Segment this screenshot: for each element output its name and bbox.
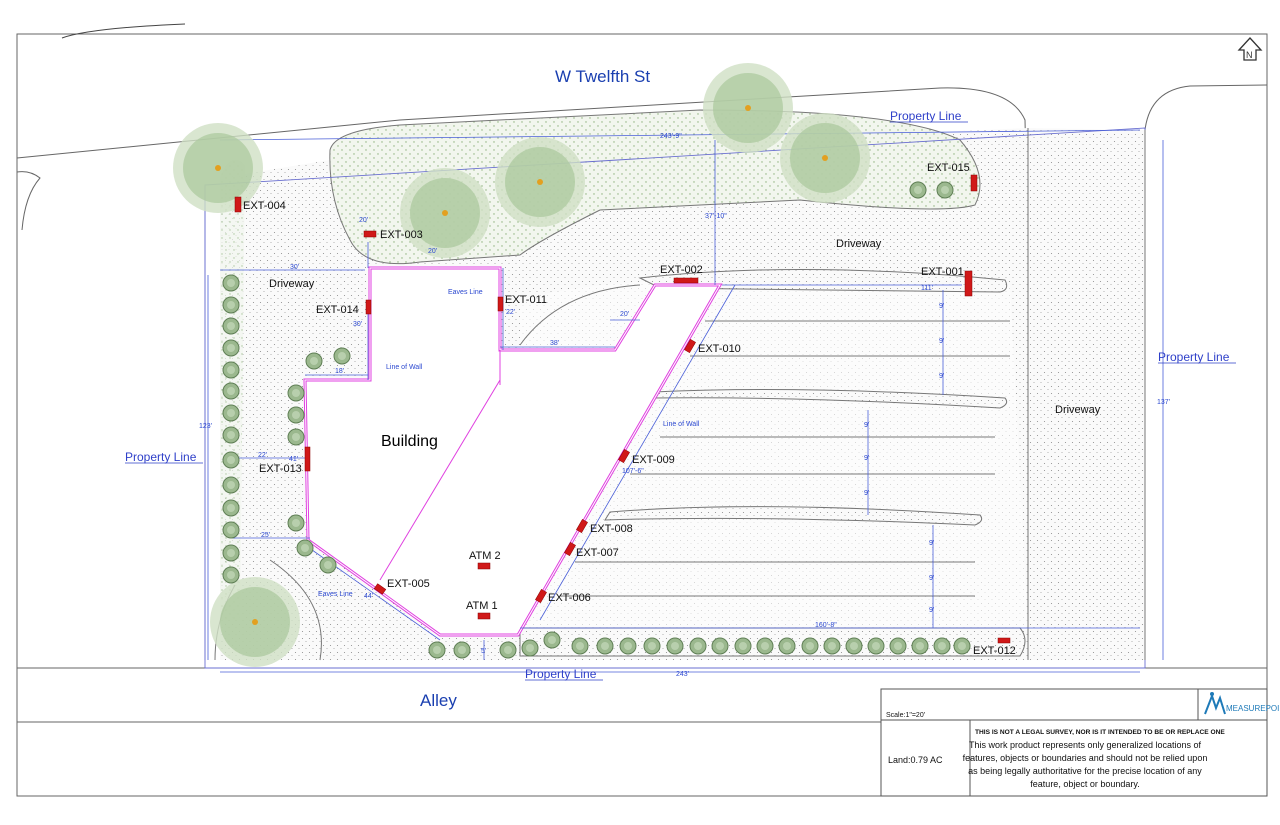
dim-25: 25' [261,532,270,539]
marker-glyphs [234,174,1011,644]
dim-9-d: 9' [864,422,869,429]
label-ext-005: EXT-005 [387,578,430,590]
line-of-wall-label-north: Line of Wall [386,364,423,371]
building-label: Building [381,433,438,450]
line-of-wall-label-east: Line of Wall [663,421,700,428]
north-street-label: W Twelfth St [555,67,650,86]
svg-text:N: N [1246,50,1253,60]
disclaimer-line-1: This work product represents only genera… [969,740,1202,750]
marker-ext-008[interactable] [576,518,588,534]
label-ext-013: EXT-013 [259,463,302,475]
dim-left: 123' [199,423,212,430]
dim-9-i: 9' [929,607,934,614]
marker-ext-002[interactable] [673,277,699,284]
dim-111: 111' [921,285,933,292]
dim-9-g: 9' [929,540,934,547]
marker-ext-005[interactable] [373,583,387,595]
marker-atm-2[interactable] [477,562,491,570]
property-line-label-south: Property Line [525,667,597,681]
label-ext-011: EXT-011 [505,294,547,306]
north-arrow-icon: N [1237,37,1263,61]
dim-20-bldg: 20' [428,248,437,255]
dim-9-c: 9' [939,373,944,380]
land-area: Land:0.79 AC [888,755,943,765]
dim-right: 137' [1157,399,1170,406]
dim-20-top: 20' [359,217,368,224]
eaves-line-label-south: Eaves Line [318,591,353,598]
marker-ext-011[interactable] [497,296,504,312]
marker-ext-001[interactable] [964,270,973,297]
dim-37-10: 37'-10" [705,213,727,220]
marker-ext-010[interactable] [684,338,696,354]
label-ext-008: EXT-008 [590,523,633,535]
marker-ext-004[interactable] [234,196,242,213]
dim-20-mid: 20' [620,311,629,318]
dim-22-east: 22' [506,309,515,316]
dim-38: 38' [550,340,559,347]
dim-5: 5' [481,648,486,655]
label-ext-010: EXT-010 [698,343,741,355]
label-ext-009: EXT-009 [632,454,675,466]
dim-160-8: 160'-8" [815,622,837,629]
dim-41: 41' [289,456,298,463]
marker-ext-015[interactable] [970,174,978,192]
marker-ext-012[interactable] [997,637,1011,644]
marker-ext-003[interactable] [363,230,377,238]
svg-text:MEASUREPOINT: MEASUREPOINT [1226,704,1280,713]
label-ext-002: EXT-002 [660,264,703,276]
trees [173,63,870,667]
driveway-label-north: Driveway [836,238,882,250]
label-atm-2: ATM 2 [469,550,501,562]
disclaimer-line-3: as being legally authoritative for the p… [968,766,1202,776]
label-ext-006: EXT-006 [548,592,591,604]
dim-44: 44' [364,593,373,600]
dim-107-6: 107'-6" [622,468,644,475]
dim-9-e: 9' [864,455,869,462]
title-block: MEASUREPOINT Scale:1"=20' Land:0.79 AC T… [880,688,1280,797]
measurepoint-logo-icon: MEASUREPOINT [1204,692,1280,715]
marker-ext-013[interactable] [304,446,311,472]
marker-ext-006[interactable] [535,588,547,604]
label-ext-007: EXT-007 [576,547,619,559]
disclaimer-line-2: features, objects or boundaries and shou… [963,753,1208,763]
dim-9-f: 9' [864,490,869,497]
dim-30-mid: 30' [353,321,362,328]
label-ext-001: EXT-001 [921,266,964,278]
dim-9-h: 9' [929,575,934,582]
dim-9-a: 9' [939,303,944,310]
parking-stripes [560,320,1010,597]
label-ext-015: EXT-015 [927,162,970,174]
disclaimer-line-4: feature, object or boundary. [1030,779,1139,789]
dim-top: 243'-9" [660,133,682,140]
label-ext-014: EXT-014 [316,304,359,316]
label-ext-004: EXT-004 [243,200,286,212]
marker-ext-014[interactable] [365,299,372,315]
label-ext-012: EXT-012 [973,645,1016,657]
dim-bottom: 243' [676,671,689,678]
dim-9-b: 9' [939,338,944,345]
dim-22-west: 22' [258,452,267,459]
driveway-label-east: Driveway [1055,404,1101,416]
eaves-line-label-north: Eaves Line [448,289,483,296]
driveway-label-west: Driveway [269,278,315,290]
label-atm-1: ATM 1 [466,600,498,612]
marker-ext-007[interactable] [564,541,576,557]
alley-label: Alley [420,691,457,710]
marker-ext-009[interactable] [618,448,630,464]
dim-30-top: 30' [290,264,299,271]
marker-atm-1[interactable] [477,612,491,620]
property-line-label-north: Property Line [890,109,962,123]
dim-18: 18' [335,368,344,375]
property-line-label-east: Property Line [1158,350,1230,364]
scale-label: Scale:1"=20' [886,712,925,719]
property-line-label-west: Property Line [125,450,197,464]
label-ext-003: EXT-003 [380,229,423,241]
drawing-frame [16,33,1268,797]
disclaimer-title: THIS IS NOT A LEGAL SURVEY, NOR IS IT IN… [975,729,1225,736]
